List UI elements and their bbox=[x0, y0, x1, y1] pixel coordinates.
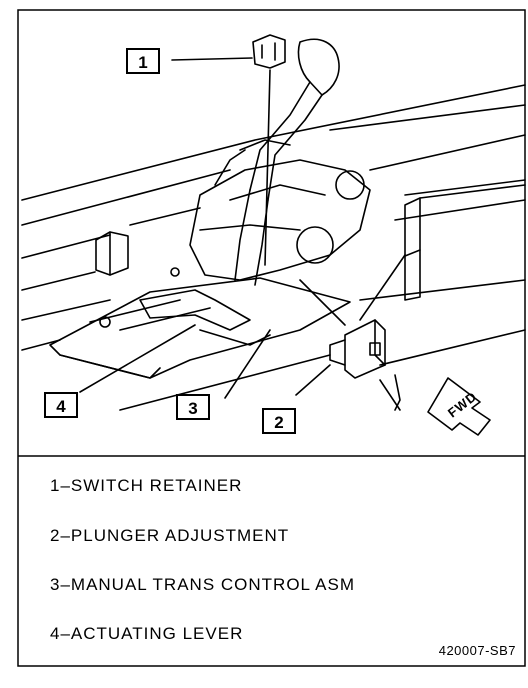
callout-1: 1 bbox=[126, 48, 160, 74]
actuating-lever bbox=[139, 289, 271, 346]
left-bracket bbox=[95, 231, 129, 276]
base-plate bbox=[49, 267, 351, 379]
control-assembly bbox=[189, 139, 371, 281]
legend-item-2: 2–PLUNGER ADJUSTMENT bbox=[50, 526, 290, 545]
leader-lines bbox=[79, 57, 406, 411]
figure-code: 420007-SB7 bbox=[438, 643, 516, 658]
callout-2: 2 bbox=[262, 408, 296, 434]
right-bracket bbox=[404, 179, 526, 301]
fwd-arrow bbox=[427, 377, 491, 436]
callout-3: 3 bbox=[176, 394, 210, 420]
switch-retainer bbox=[252, 34, 286, 69]
callout-4: 4 bbox=[44, 392, 78, 418]
floor-panel bbox=[21, 84, 526, 411]
legend-item-3: 3–MANUAL TRANS CONTROL ASM bbox=[50, 575, 355, 594]
outer-frame bbox=[17, 9, 526, 667]
legend-item-4: 4–ACTUATING LEVER bbox=[50, 624, 244, 643]
neutral-switch bbox=[329, 319, 386, 379]
legend-item-1: 1–SWITCH RETAINER bbox=[50, 476, 243, 495]
